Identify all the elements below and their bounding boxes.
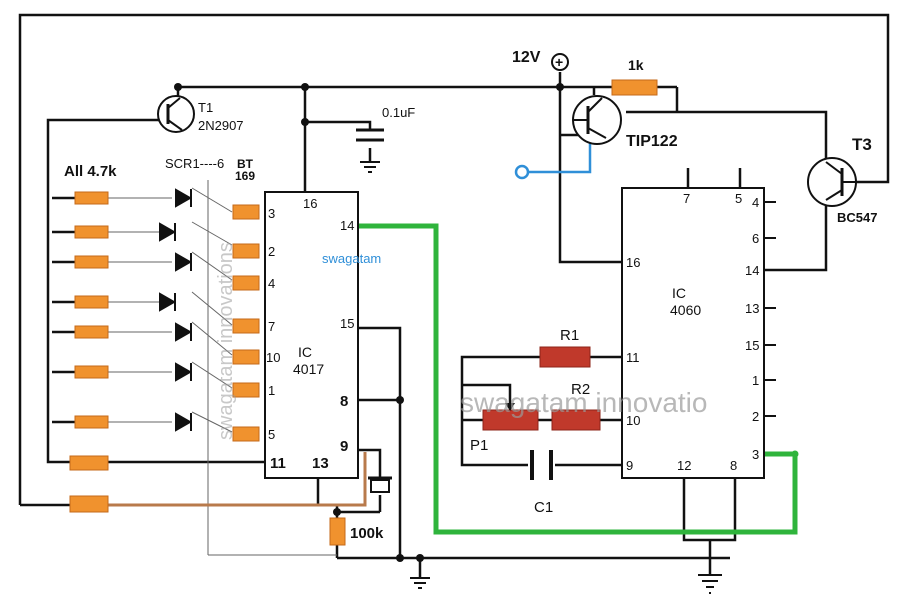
ic4017-out-label: 1 <box>268 383 275 398</box>
label-swagatam: swagatam <box>322 251 381 266</box>
resistor-r2 <box>551 409 601 431</box>
capacitor-pin9 <box>368 476 392 493</box>
ic4017-out-10 <box>232 349 260 365</box>
label-t3: T3 <box>852 135 872 154</box>
label-bc547: BC547 <box>837 210 877 225</box>
resistor-input-5 <box>74 325 109 339</box>
label-p1: P1 <box>470 437 488 454</box>
resistor-1k <box>611 79 658 96</box>
label-tip122: TIP122 <box>626 133 678 150</box>
ic4060-right-pin: 4 <box>752 195 759 210</box>
ic4017-pin-8: 8 <box>340 393 348 410</box>
ic4017-out-label: 2 <box>268 244 275 259</box>
watermark-vertical: swagatam innovations <box>215 242 237 440</box>
resistors-orange <box>69 79 658 546</box>
scr-diodes <box>159 188 193 432</box>
gate-lines <box>108 180 337 556</box>
ic4060-pin-9: 9 <box>626 458 633 473</box>
ic4017-pin-11: 11 <box>270 455 286 472</box>
main-wiring <box>18 13 890 578</box>
label-all-47k: All 4.7k <box>64 163 117 180</box>
p1-wiper-arrow <box>505 403 515 411</box>
ic4060-right-pin: 6 <box>752 231 759 246</box>
ic4017-out-label: 5 <box>268 427 275 442</box>
plus-sign: + <box>555 54 563 70</box>
ic4017-pin-15: 15 <box>340 316 354 331</box>
ic4017-out-label: 3 <box>268 206 275 221</box>
ic4060-pin-16: 16 <box>626 255 640 270</box>
label-r2: R2 <box>571 381 590 398</box>
ic-4060 <box>621 187 765 479</box>
resistor-input-3 <box>74 255 109 269</box>
ic4017-out-label: 4 <box>268 276 275 291</box>
ic4060-right-pin: 1 <box>752 373 759 388</box>
watermark-text: swagatam innovatio <box>460 387 707 418</box>
sensor-input <box>514 140 592 180</box>
ic4060-right-pin: 3 <box>752 447 759 462</box>
label-ic4017-ic: IC <box>298 344 312 360</box>
ic4060-pin-12: 12 <box>677 458 691 473</box>
ic4017-out-5 <box>232 426 260 442</box>
label-bt: BT <box>237 157 254 171</box>
label-ic4017-num: 4017 <box>293 361 324 377</box>
resistor-100k <box>329 517 346 546</box>
resistors-red <box>482 346 601 431</box>
resistor-input-6 <box>74 365 109 379</box>
ic4060-right-stubs <box>764 201 776 417</box>
label-100k: 100k <box>350 525 384 542</box>
label-1k: 1k <box>628 57 644 73</box>
ic4017-pin-13: 13 <box>312 455 329 472</box>
ic4060-right-pin: 15 <box>745 338 759 353</box>
label-bt-num: 169 <box>235 169 255 183</box>
brown-wire <box>108 452 367 507</box>
feedback-wire <box>358 223 798 535</box>
ic4060-right-pin: 13 <box>745 301 759 316</box>
ic4017-out-1 <box>232 382 260 398</box>
label-ic4060-ic: IC <box>672 285 686 301</box>
ic4060-right-pin: 14 <box>745 263 759 278</box>
ground-symbols <box>360 161 722 594</box>
ic4017-out-2 <box>232 243 260 259</box>
resistor-input-4 <box>74 295 109 309</box>
label-t1: T1 <box>198 100 213 115</box>
ic4017-out-label: 7 <box>268 319 275 334</box>
ic4017-pin-9: 9 <box>340 438 348 455</box>
label-cap-01uf: 0.1uF <box>382 105 415 120</box>
ic4017-out-3 <box>232 204 260 220</box>
resistor-input-7 <box>74 415 109 429</box>
ic4060-pin-7: 7 <box>683 191 690 206</box>
feedback-junction <box>791 450 799 458</box>
capacitor-01uf <box>356 128 384 142</box>
label-c1: C1 <box>534 499 553 516</box>
ic4017-pin-14: 14 <box>340 218 354 233</box>
ic4060-pin-5: 5 <box>735 191 742 206</box>
ic4017-pin-16: 16 <box>303 196 317 211</box>
ic4060-pin-10: 10 <box>626 413 640 428</box>
resistor-input-2 <box>74 225 109 239</box>
capacitor-c1 <box>530 450 553 480</box>
ic4060-right-pin: 2 <box>752 409 759 424</box>
ic-4017 <box>264 191 359 479</box>
ic4017-out-7 <box>232 318 260 334</box>
label-r1: R1 <box>560 327 579 344</box>
ic4017-out-label: 10 <box>266 350 280 365</box>
ic4017-out-4 <box>232 275 260 291</box>
junctions <box>174 83 564 562</box>
ic4060-pin-11: 11 <box>626 350 640 365</box>
label-12v: 12V <box>512 49 541 66</box>
ic4060-pin-8: 8 <box>730 458 737 473</box>
resistor-input-1 <box>74 191 109 205</box>
transistor-t3 <box>807 157 857 207</box>
resistor-t1 <box>69 455 109 471</box>
resistor-r1 <box>539 346 591 368</box>
supply-terminal: + <box>551 53 569 71</box>
label-ic4060-num: 4060 <box>670 302 701 318</box>
label-t1-part: 2N2907 <box>198 118 244 133</box>
label-scr: SCR1----6 <box>165 156 224 171</box>
transistor-tip122 <box>572 95 622 145</box>
transistor-t1 <box>157 95 195 133</box>
resistor-brown <box>69 495 109 513</box>
